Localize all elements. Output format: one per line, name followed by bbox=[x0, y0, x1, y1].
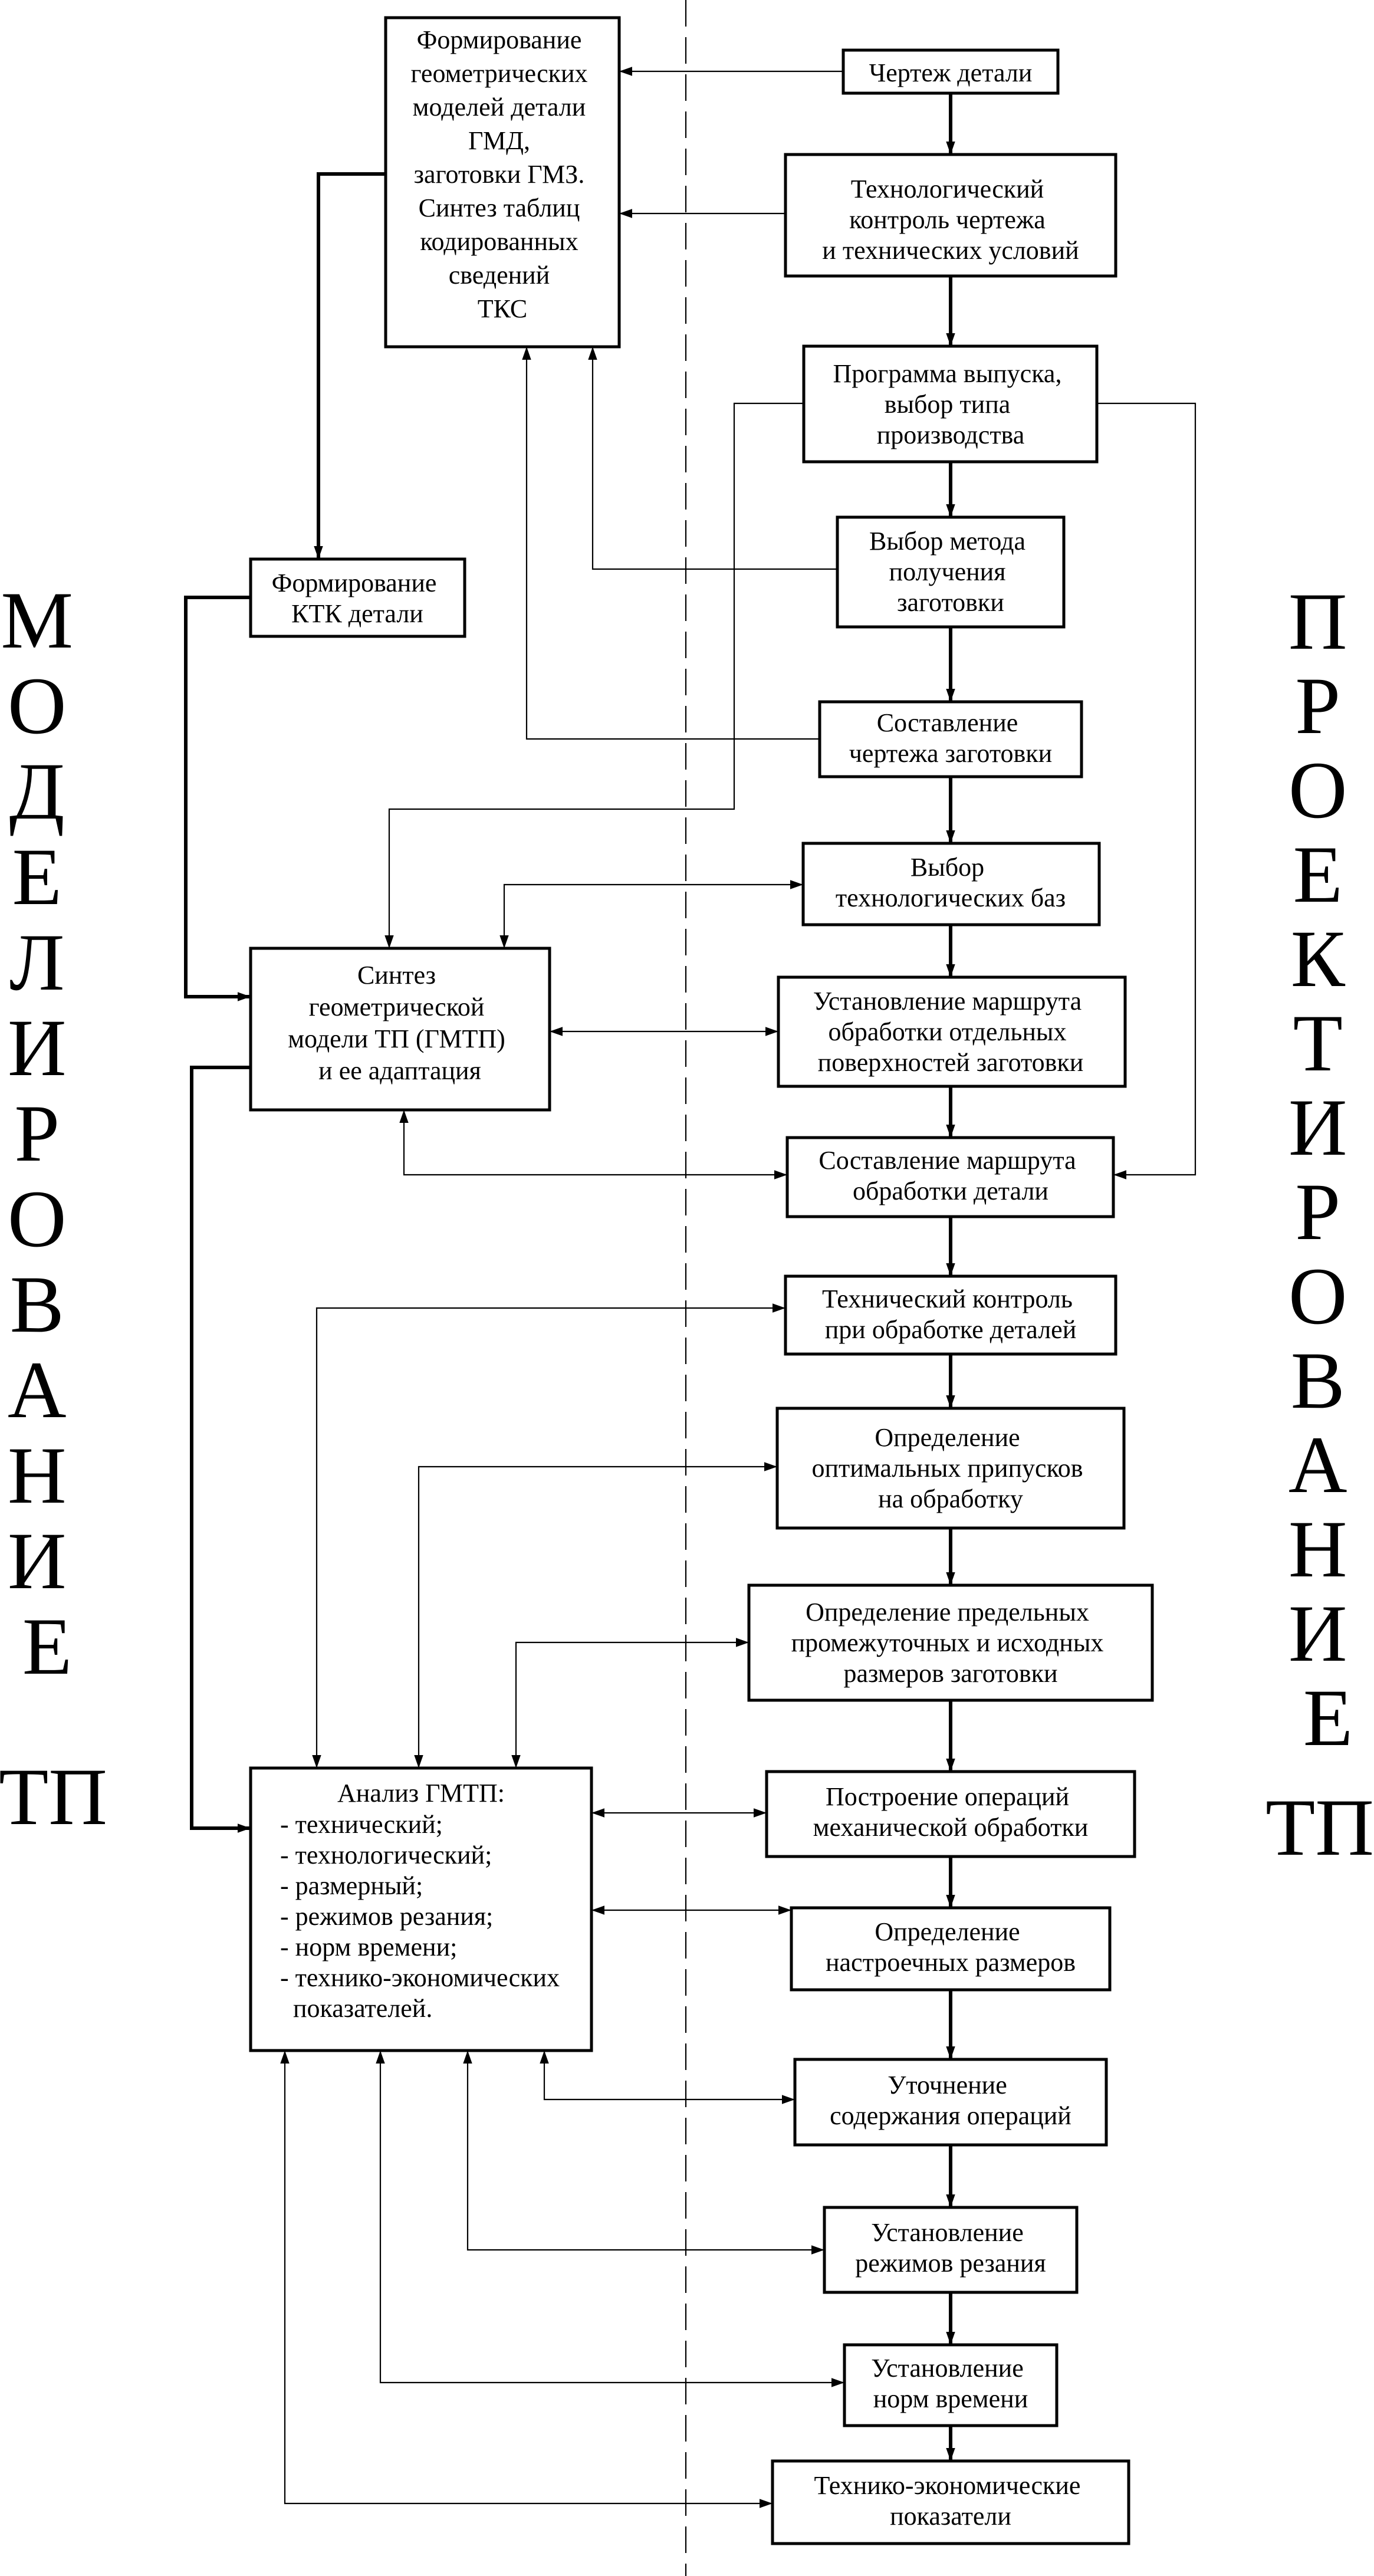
block-program: Программа выпуска, выбор типа производст… bbox=[802, 344, 1099, 464]
svg-text:Технологический контроль: Технологический контроль чертежа и техни… bbox=[822, 175, 1079, 265]
block-surface-route: Установление маршрута обработки отдельны… bbox=[777, 975, 1127, 1088]
svg-text:Формирование КТК детали: Формирование КТК детали bbox=[272, 569, 443, 628]
connectors bbox=[184, 67, 1197, 2508]
block-limit-sizes: Определение предельных промежуточных и и… bbox=[747, 1583, 1154, 1702]
svg-text:Построение операций меха: Построение операций механической обработ… bbox=[813, 1782, 1089, 1842]
block-text: Чертеж детали bbox=[869, 58, 1033, 87]
svg-text:Составление маршрута обр: Составление маршрута обработки детали bbox=[819, 1146, 1082, 1205]
block-method: Выбор метода получения заготовки bbox=[836, 515, 1066, 629]
block-cutting-modes: Установление режимов резания bbox=[823, 2206, 1079, 2294]
block-blank-drawing: Составление чертежа заготовки bbox=[818, 700, 1083, 778]
block-processing-control: Технический контроль при обработке детал… bbox=[784, 1274, 1117, 1356]
svg-text:Определение настроечных: Определение настроечных размеров bbox=[826, 1917, 1076, 1977]
svg-text:Выбор технологических ба: Выбор технологических баз bbox=[836, 853, 1066, 912]
block-tech-control: Технологический контроль чертежа и техни… bbox=[784, 153, 1117, 278]
block-operations: Построение операций механической обработ… bbox=[765, 1770, 1136, 1858]
modeling-tp-label: ТП bbox=[0, 1752, 107, 1842]
svg-text:Определение предельных п: Определение предельных промежуточных и и… bbox=[791, 1598, 1110, 1688]
svg-text:Установление маршрута об: Установление маршрута обработки отдельны… bbox=[813, 987, 1088, 1077]
svg-text:Определение оптимальных: Определение оптимальных припусков на обр… bbox=[811, 1423, 1089, 1513]
svg-text:Программа выпуска, выбор: Программа выпуска, выбор типа производст… bbox=[833, 359, 1069, 449]
svg-text:Уточнение содержания опе: Уточнение содержания операций bbox=[830, 2071, 1071, 2130]
block-setup-sizes: Определение настроечных размеров bbox=[790, 1906, 1112, 1992]
block-ktk: Формирование КТК детали bbox=[249, 557, 466, 638]
svg-text:- технический; - техноло: - технический; - технологический; - разм… bbox=[0, 0, 605, 2023]
svg-text:Анализ ГМТП:: Анализ ГМТП: bbox=[337, 1779, 505, 1808]
block-bases: Выбор технологических баз bbox=[801, 842, 1101, 926]
block-part-route: Составление маршрута обработки детали bbox=[785, 1136, 1115, 1218]
svg-text:Установление режимов рез: Установление режимов резания bbox=[855, 2218, 1046, 2278]
block-drawing: Чертеж детали bbox=[842, 48, 1060, 95]
svg-text:Выбор метода получения: Выбор метода получения заготовки bbox=[869, 527, 1032, 617]
block-economics: Технико-экономические показатели bbox=[771, 2459, 1130, 2545]
design-vertical-label: П Р О Е К Т И Р О В А Н И Е bbox=[1288, 576, 1368, 1763]
block-gmtp-analysis: Анализ ГМТП: - технический; - технологич… bbox=[0, 0, 605, 2052]
svg-text:Синтез геометрической: Синтез геометрической модели ТП (ГМТП) и… bbox=[288, 961, 512, 1085]
block-allowances: Определение оптимальных припусков на обр… bbox=[775, 1407, 1126, 1530]
svg-text:Установление норм времен: Установление норм времени bbox=[871, 2354, 1030, 2413]
svg-text:Составление чертежа заго: Составление чертежа заготовки bbox=[849, 708, 1052, 768]
block-geometric-models: Формирование геометрических моделей дета… bbox=[384, 16, 621, 349]
modeling-vertical-label: М О Д Е Л И Р О В А Н И Е bbox=[1, 575, 93, 1691]
svg-text:Формирование геометричес: Формирование геометрических моделей дета… bbox=[410, 25, 594, 323]
block-gmtp-synthesis: Синтез геометрической модели ТП (ГМТП) и… bbox=[249, 947, 551, 1112]
svg-text:Технический контроль при: Технический контроль при обработке детал… bbox=[822, 1284, 1079, 1344]
block-time-norms: Установление норм времени bbox=[843, 2343, 1059, 2427]
svg-text:Технико-экономические по: Технико-экономические показатели bbox=[814, 2471, 1087, 2531]
design-tp-label: ТП bbox=[1265, 1782, 1374, 1872]
block-refinement: Уточнение содержания операций bbox=[793, 2058, 1108, 2147]
